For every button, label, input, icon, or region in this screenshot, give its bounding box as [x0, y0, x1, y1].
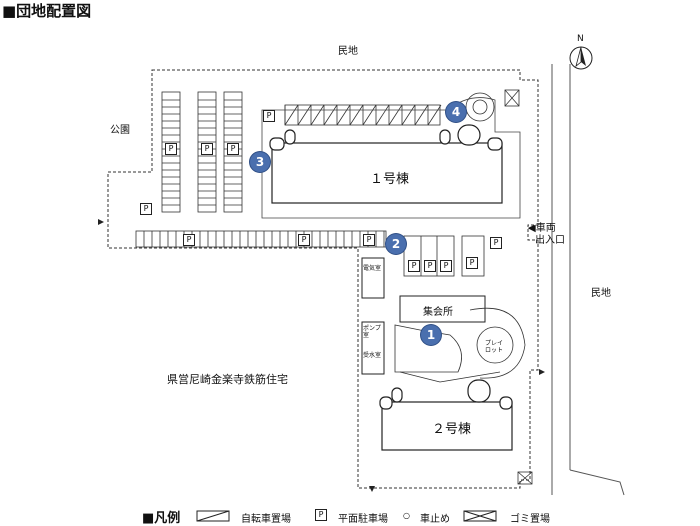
legend-parking-label: 平面駐車場	[338, 514, 388, 525]
legend-parking-icon: P	[315, 509, 327, 521]
label-building-1: １号棟	[370, 172, 410, 187]
label-minchi-right: 民地	[591, 288, 611, 299]
legend-car-stop-icon: ○	[403, 511, 410, 520]
playlot-shape	[469, 307, 526, 379]
label-vehicle-entrance-2: 出入口	[535, 235, 565, 246]
label-jusuishitsu: 受水室	[363, 352, 382, 359]
bicycle-shed-hatch	[336, 104, 351, 126]
label-building-2: ２号棟	[432, 422, 472, 437]
bicycle-shed-row	[284, 104, 442, 126]
roundabout	[465, 92, 495, 122]
marker-2: 2	[386, 234, 406, 254]
legend-bicycle-label: 自転車置場	[241, 514, 291, 525]
bicycle-shed-hatch	[414, 104, 429, 126]
garbage-area-bottom	[517, 471, 533, 485]
bicycle-shed-hatch	[297, 104, 312, 126]
parking-block-left	[161, 91, 243, 213]
legend-garbage-icon	[463, 510, 497, 522]
parking-symbol: P	[424, 260, 436, 272]
marker-4: 4	[446, 102, 466, 122]
parking-block-lower	[403, 235, 485, 277]
entrance-arrow-icons	[98, 219, 545, 492]
parking-symbol: P	[183, 234, 195, 246]
legend-car-stop-label: 車止め	[420, 514, 450, 525]
label-koen: 公園	[110, 125, 130, 136]
label-minchi-top: 民地	[338, 46, 358, 57]
parking-symbol: P	[298, 234, 310, 246]
parking-symbol: P	[263, 110, 275, 122]
parking-symbol: P	[466, 257, 478, 269]
building-2-shape	[379, 379, 513, 451]
parking-symbol: P	[165, 143, 177, 155]
compass-n-label: N	[577, 34, 584, 44]
parking-symbol: P	[440, 260, 452, 272]
bicycle-shed-hatch	[375, 104, 390, 126]
label-playlot: プレイロット	[485, 340, 504, 354]
site-boundary	[107, 69, 539, 489]
legend-garbage-label: ゴミ置場	[510, 514, 550, 525]
lower-structures	[361, 257, 486, 375]
legend-bicycle-icon	[196, 510, 230, 522]
marker-3: 3	[250, 152, 270, 172]
building-1-shape	[269, 124, 503, 204]
label-vehicle-entrance-1: ◀車両	[528, 223, 556, 234]
parking-symbol: P	[227, 143, 239, 155]
bicycle-shed-hatch	[310, 104, 325, 126]
bicycle-shed-hatch	[427, 104, 442, 126]
bicycle-shed-hatch	[388, 104, 403, 126]
parking-symbol: P	[140, 203, 152, 215]
legend-title: ■凡例	[142, 511, 181, 526]
bicycle-shed-hatch	[349, 104, 364, 126]
bicycle-shed-hatch	[323, 104, 338, 126]
parking-symbol: P	[408, 260, 420, 272]
marker-1: 1	[421, 325, 441, 345]
parking-symbol: P	[201, 143, 213, 155]
bicycle-shed-hatch	[362, 104, 377, 126]
bicycle-shed-hatch	[284, 104, 299, 126]
parking-symbol: P	[490, 237, 502, 249]
page-title: ■団地配置図	[2, 2, 92, 20]
label-denkishitsu: 電気室	[363, 265, 382, 272]
shukaijo-annex	[394, 324, 501, 383]
parking-row-horizontal	[135, 230, 387, 248]
label-neighbor-housing: 県営尼崎金楽寺鉄筋住宅	[167, 373, 288, 386]
bicycle-shed-hatch	[401, 104, 416, 126]
label-shukaijo: 集会所	[423, 307, 453, 318]
garbage-area-top	[504, 89, 520, 107]
label-ponpushitsu: ポンプ室	[363, 325, 381, 339]
compass-icon	[569, 46, 593, 70]
parking-symbol: P	[363, 234, 375, 246]
